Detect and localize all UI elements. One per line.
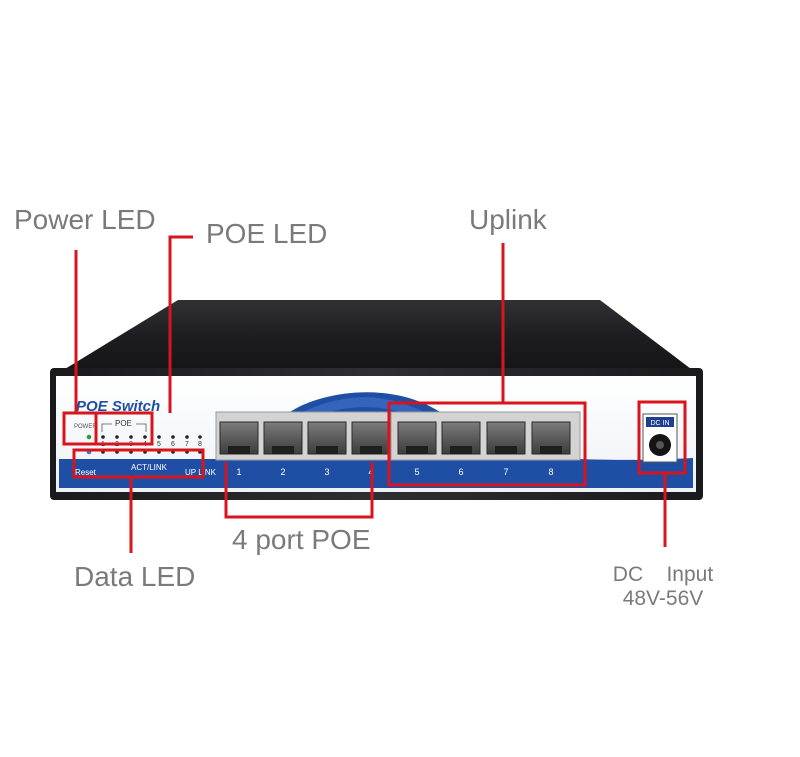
- dc-input-line1: DC Input: [612, 563, 714, 586]
- led-number: 5: [157, 441, 161, 448]
- power-led-callout: Power LED: [14, 204, 156, 235]
- rj45-port[interactable]: [219, 421, 259, 455]
- port-number: 6: [458, 467, 463, 477]
- rj45-port[interactable]: [441, 421, 481, 455]
- dc-input-line2: 48V-56V: [622, 587, 704, 610]
- act-link-label: ACT/LINK: [131, 463, 168, 472]
- reset-label: Reset: [75, 468, 97, 477]
- uplink-label: UP LINK: [185, 468, 217, 477]
- uplink-box: [387, 401, 587, 487]
- port-number: 5: [414, 467, 419, 477]
- rj45-port[interactable]: [397, 421, 437, 455]
- led-number: 6: [171, 441, 175, 448]
- dc-in-label: DC IN: [650, 420, 669, 427]
- dc-input-box: [637, 400, 687, 475]
- power-label: POWER: [74, 424, 97, 430]
- port-number: 3: [324, 467, 329, 477]
- callout-lines: [62, 235, 687, 553]
- dc-in-badge: [646, 417, 674, 427]
- port-number: 1: [236, 467, 241, 477]
- rj45-port[interactable]: [351, 421, 391, 455]
- dc-input-callout: DC Input 48V-56V: [608, 563, 718, 611]
- port-number: 8: [548, 467, 553, 477]
- poe-led-callout: POE LED: [206, 218, 328, 249]
- data-led-callout: Data LED: [74, 561, 196, 592]
- led-number: 7: [185, 441, 189, 448]
- rj45-port[interactable]: [486, 421, 526, 455]
- rj45-port[interactable]: [307, 421, 347, 455]
- brand-label: POE Switch: [76, 398, 160, 415]
- uplink-callout: Uplink: [469, 204, 547, 235]
- poe-label: POE: [115, 419, 132, 428]
- port-number: 2: [280, 467, 285, 477]
- led-number: 8: [198, 441, 202, 448]
- poe-leds: [101, 435, 202, 439]
- dc-jack-pin: [656, 441, 664, 449]
- power-led: [86, 434, 92, 440]
- rj45-ports: [219, 421, 571, 455]
- port-poe-callout: 4 port POE: [232, 524, 371, 555]
- chassis-top: [60, 300, 695, 372]
- rj45-port[interactable]: [531, 421, 571, 455]
- port-number: 7: [503, 467, 508, 477]
- poe-led-box: [94, 411, 154, 446]
- rj45-port[interactable]: [263, 421, 303, 455]
- poe-bracket: [101, 423, 147, 432]
- data-led-box: [72, 448, 205, 479]
